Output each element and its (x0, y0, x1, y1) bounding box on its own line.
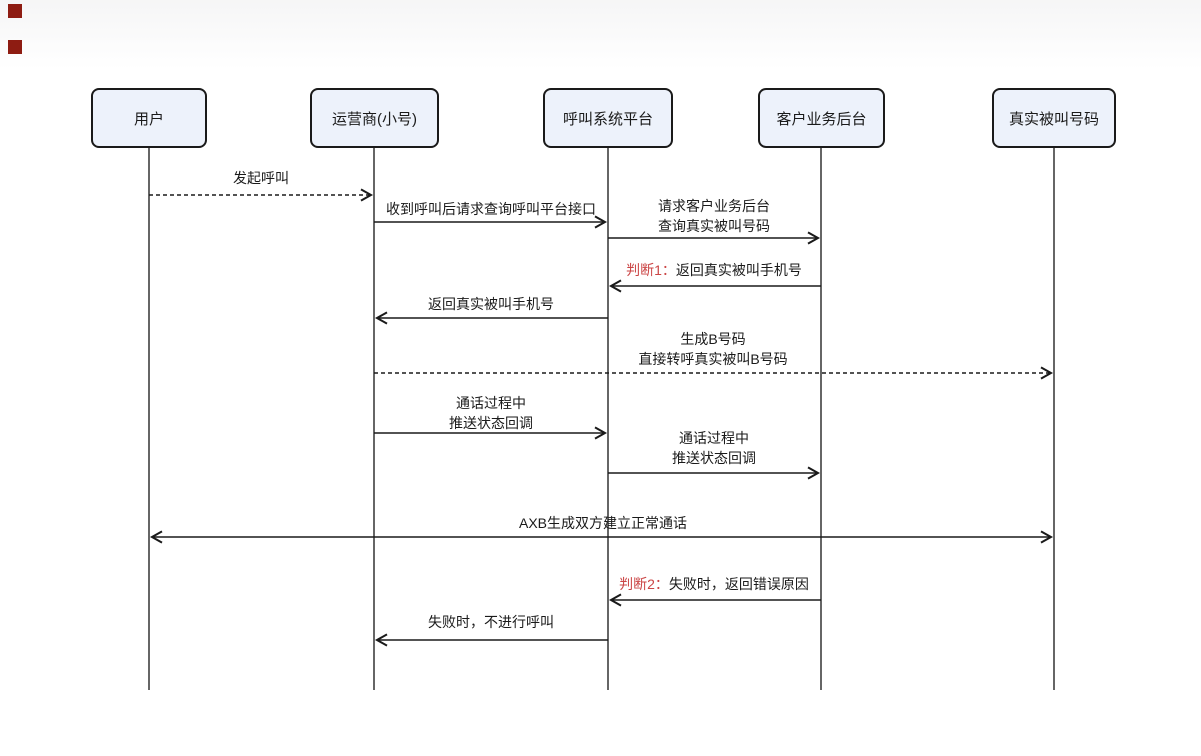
message-text: 生成B号码 (680, 331, 746, 347)
message-text: AXB生成双方建立正常通话 (518, 515, 688, 531)
message-text: 发起呼叫 (233, 170, 289, 186)
message-initiate-call: 发起呼叫 (233, 168, 289, 188)
actor-call-platform-label: 呼叫系统平台 (562, 110, 653, 128)
message-text: 失败时，返回错误原因 (668, 576, 809, 592)
message-text: 收到呼叫后请求查询呼叫平台接口 (386, 201, 596, 217)
message-text: 通话过程中 (679, 430, 749, 446)
message-text: 返回真实被叫手机号 (675, 262, 802, 278)
message-request-backend-query: 请求客户业务后台 查询真实被叫号码 (658, 196, 770, 236)
actor-customer-backend-label: 客户业务后台 (776, 110, 867, 128)
message-callback-operator-to-platform: 通话过程中 推送状态回调 (449, 393, 533, 433)
message-decision2-return-error: 判断2：失败时，返回错误原因 (619, 574, 809, 594)
message-text: 失败时，不进行呼叫 (428, 614, 554, 630)
message-return-real-number: 返回真实被叫手机号 (428, 294, 554, 314)
message-text: 推送状态回调 (672, 450, 756, 466)
red-corner-marker (8, 40, 22, 54)
decision-prefix: 判断1： (626, 262, 676, 278)
message-decision1-return-real-number: 判断1：返回真实被叫手机号 (626, 260, 802, 280)
actor-real-callee: 真实被叫号码 (992, 88, 1116, 148)
message-text: 请求客户业务后台 (658, 198, 770, 214)
actor-user-label: 用户 (133, 110, 164, 128)
message-query-platform-api: 收到呼叫后请求查询呼叫平台接口 (386, 199, 596, 219)
message-generate-b-number: 生成B号码 直接转呼真实被叫B号码 (638, 329, 787, 369)
message-text: 查询真实被叫号码 (658, 218, 770, 234)
message-fail-no-call: 失败时，不进行呼叫 (428, 612, 554, 632)
red-corner-marker (8, 4, 22, 18)
actor-real-callee-label: 真实被叫号码 (1008, 110, 1099, 128)
message-text: 通话过程中 (456, 395, 526, 411)
actor-user: 用户 (91, 88, 207, 148)
message-text: 直接转呼真实被叫B号码 (638, 351, 788, 367)
message-axb-normal-call: AXB生成双方建立正常通话 (519, 513, 687, 533)
actor-call-platform: 呼叫系统平台 (543, 88, 673, 148)
actor-operator-label: 运营商(小号) (332, 110, 417, 128)
decision-prefix: 判断2： (619, 576, 669, 592)
message-text: 返回真实被叫手机号 (428, 296, 554, 312)
message-callback-platform-to-backend: 通话过程中 推送状态回调 (672, 428, 756, 468)
actor-operator: 运营商(小号) (310, 88, 439, 148)
actor-customer-backend: 客户业务后台 (758, 88, 885, 148)
message-text: 推送状态回调 (449, 415, 533, 431)
